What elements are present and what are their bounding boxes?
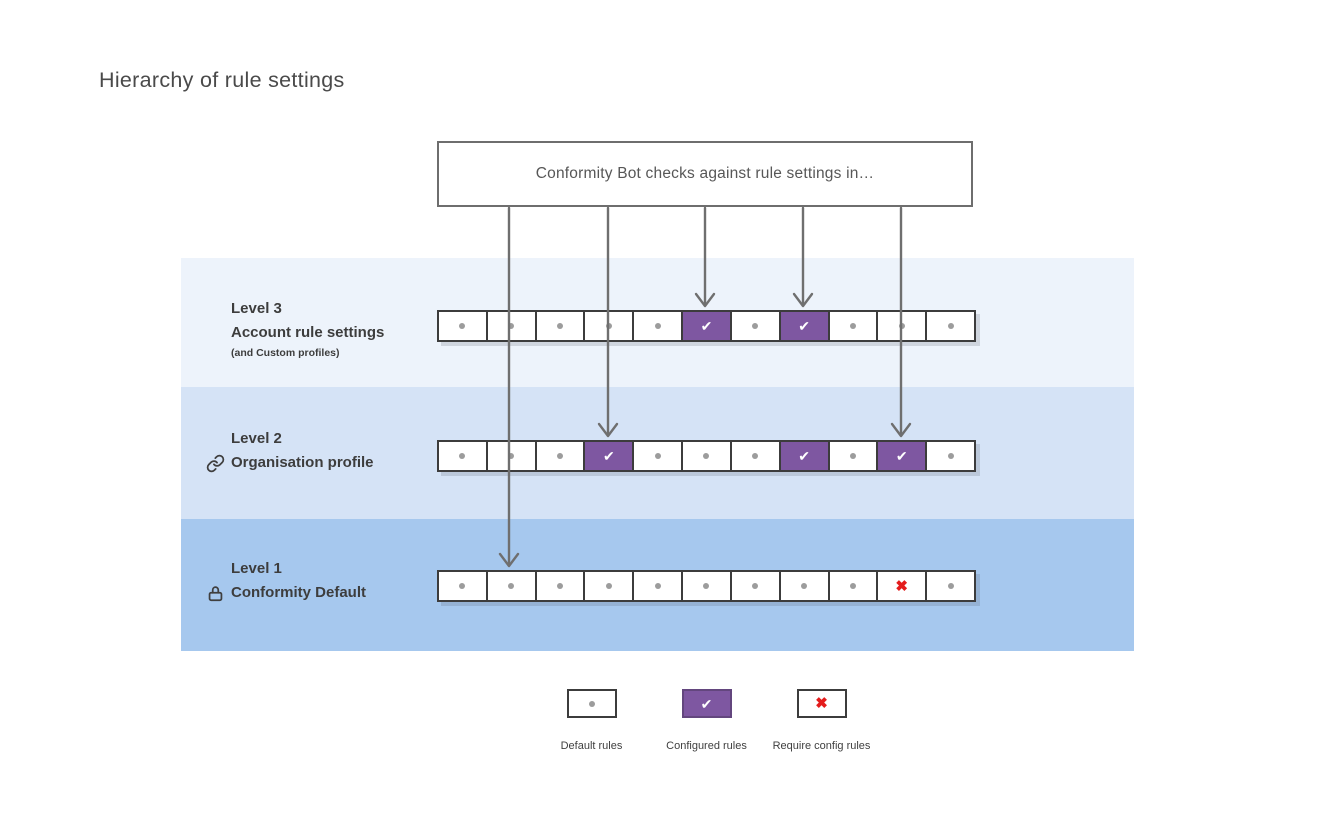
rule-cell-default [487,570,537,602]
default-dot-icon [752,323,759,329]
default-dot-icon [849,453,856,459]
rule-cell-default [731,440,781,472]
rule-cell-default [683,440,732,472]
rule-cell-default [683,570,732,602]
rule-cell-default [487,440,537,472]
default-dot-icon [459,323,466,329]
rule-cell-configured: ✔ [683,310,732,342]
lock-icon [206,584,225,603]
page-title: Hierarchy of rule settings [99,68,345,92]
check-icon: ✔ [700,318,713,334]
rule-cell-default [829,440,879,472]
rule-cell-configured: ✔ [585,440,635,472]
default-dot-icon [508,323,515,329]
x-icon: ✖ [895,577,908,595]
default-dot-icon [557,323,564,329]
level2-name: Level 2 [231,430,282,447]
default-dot-icon [703,453,710,459]
check-icon: ✔ [798,448,810,464]
default-dot-icon [508,583,515,589]
default-dot-icon [508,453,515,459]
legend: Default rules ✔ Configured rules ✖ Requi… [534,689,879,752]
level2-label: Level 2 Organisation profile [206,427,446,475]
require-config-swatch: ✖ [796,689,847,718]
rule-cell-default [536,310,586,342]
default-dot-icon [849,583,856,589]
rule-cell-default [437,310,488,342]
legend-label: Configured rules [666,740,747,752]
rule-cell-default [437,440,488,472]
rule-cell-configured: ✔ [780,310,830,342]
level2-rule-row: ✔ ✔ ✔ [437,440,976,472]
default-dot-icon [849,323,856,329]
rule-cell-default [927,570,976,602]
rule-cell-require: ✖ [878,570,928,602]
default-dot-icon [752,453,759,459]
default-dot-icon [588,700,595,707]
rule-cell-configured: ✔ [780,440,830,472]
rule-cell-default [585,570,635,602]
default-dot-icon [605,583,612,589]
rule-cell-default [585,310,635,342]
default-dot-icon [654,323,661,329]
rule-cell-default [634,310,684,342]
default-rule-swatch [566,689,617,718]
level3-name: Level 3 [231,300,282,317]
level3-subtitle: Account rule settings [231,324,385,341]
level1-subtitle: Conformity Default [231,584,366,601]
rule-cell-default [927,440,976,472]
rule-cell-default [829,570,879,602]
rule-cell-default [731,570,781,602]
conformity-bot-banner: Conformity Bot checks against rule setti… [437,141,973,207]
level3-rule-row: ✔✔ [437,310,976,342]
x-icon: ✖ [815,695,828,712]
rule-cell-default [536,440,586,472]
link-icon [206,454,225,473]
legend-item-configured: ✔ Configured rules [649,689,764,752]
default-dot-icon [654,453,661,459]
check-icon: ✔ [798,318,810,334]
default-dot-icon [557,453,564,459]
rule-cell-default [780,570,830,602]
level1-name: Level 1 [231,560,282,577]
default-dot-icon [459,583,466,589]
check-icon: ✔ [602,448,615,464]
default-dot-icon [898,323,905,329]
default-dot-icon [801,583,808,589]
legend-item-require: ✖ Require config rules [764,689,879,752]
legend-item-default: Default rules [534,689,649,752]
rule-cell-default [829,310,879,342]
legend-label: Require config rules [772,740,871,752]
default-dot-icon [459,453,466,459]
rule-cell-default [927,310,976,342]
default-dot-icon [703,583,710,589]
banner-text: Conformity Bot checks against rule setti… [535,165,875,182]
level3-note: (and Custom profiles) [231,347,340,359]
default-dot-icon [947,453,954,459]
check-icon: ✔ [895,448,908,464]
rule-cell-default [487,310,537,342]
rule-cell-configured: ✔ [878,440,928,472]
default-dot-icon [947,323,954,329]
rule-cell-default [634,570,684,602]
default-dot-icon [605,323,612,329]
rule-cell-default [437,570,488,602]
configured-rule-swatch: ✔ [681,689,732,718]
default-dot-icon [654,583,661,589]
level1-label: Level 1 Conformity Default [206,557,446,605]
rule-cell-default [634,440,684,472]
default-dot-icon [752,583,759,589]
legend-label: Default rules [560,740,623,752]
default-dot-icon [947,583,954,589]
level1-rule-row: ✖ [437,570,976,602]
rule-cell-default [731,310,781,342]
level3-label: Level 3 Account rule settings (and Custo… [206,297,446,361]
level2-subtitle: Organisation profile [231,454,374,471]
rule-cell-default [536,570,586,602]
default-dot-icon [557,583,564,589]
check-icon: ✔ [700,695,713,712]
rule-cell-default [878,310,928,342]
